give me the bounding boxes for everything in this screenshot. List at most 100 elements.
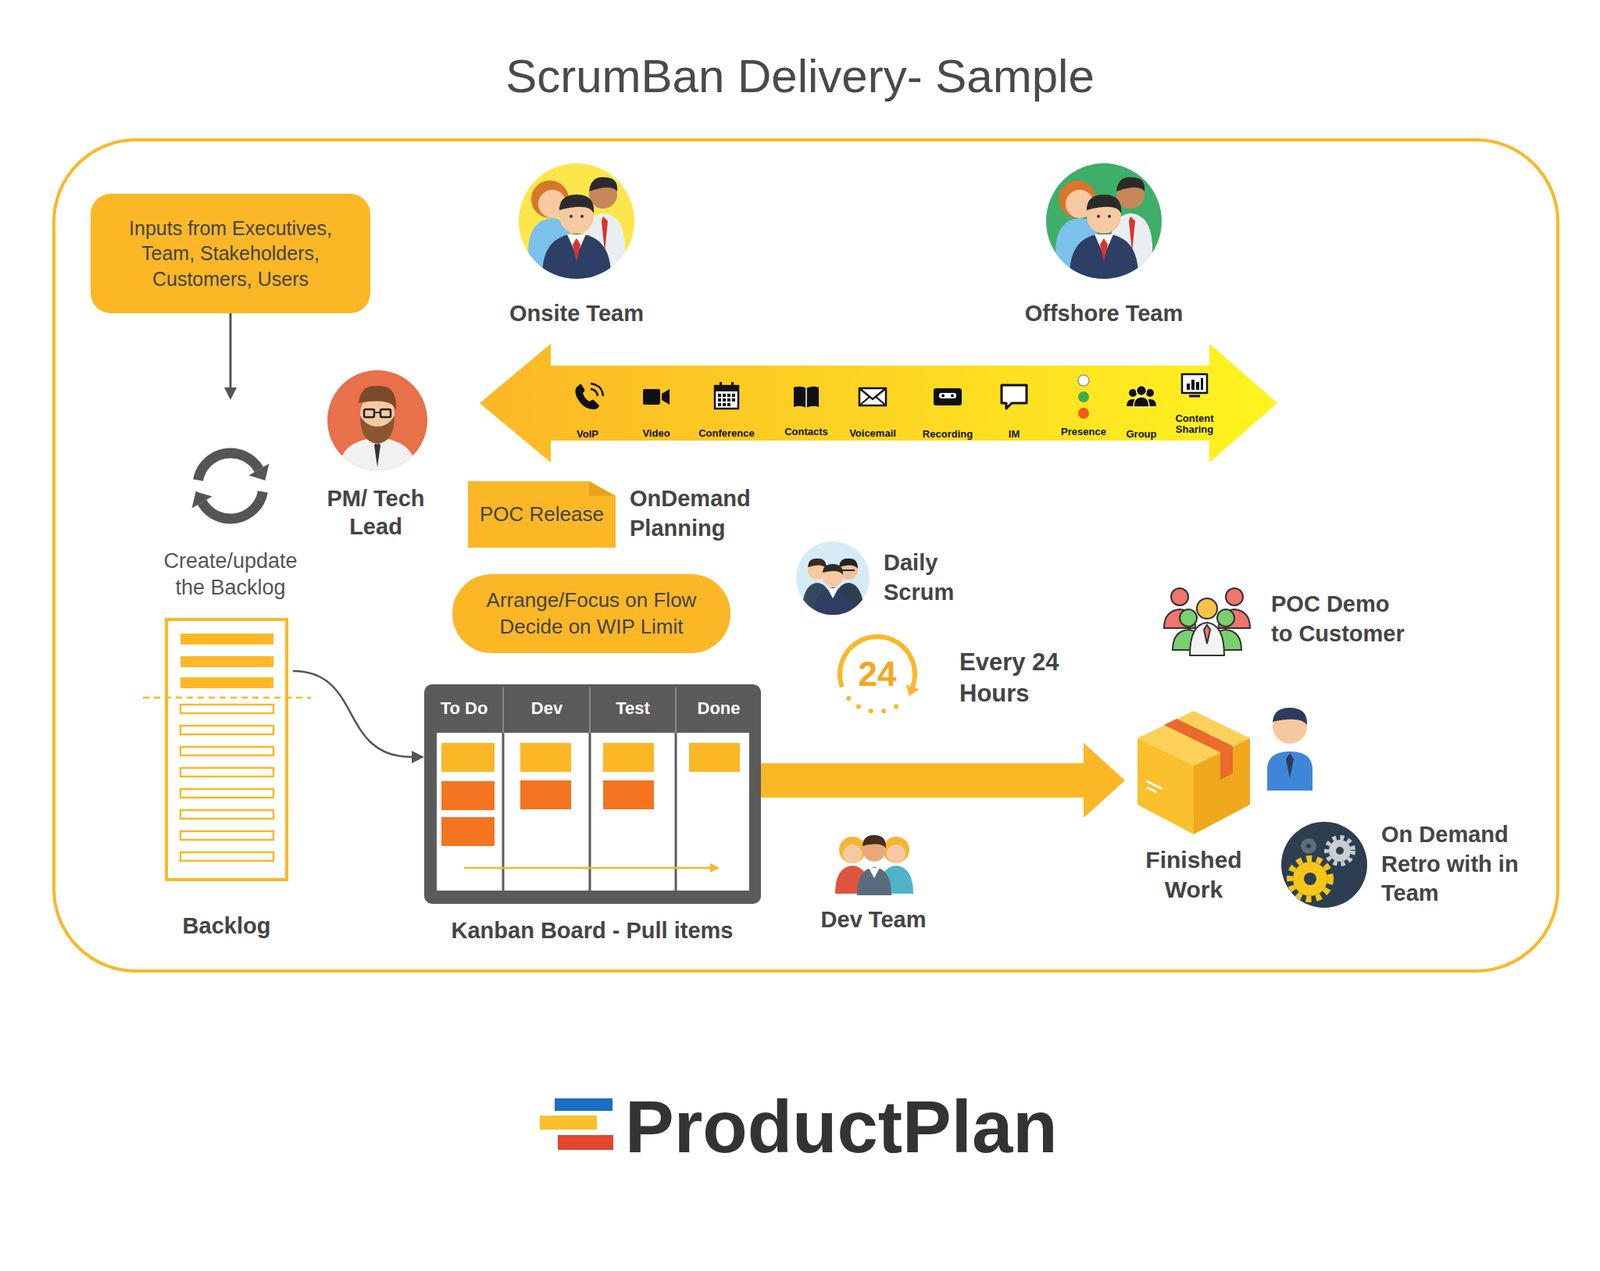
demo-icon <box>1217 609 1235 627</box>
title: ScrumBan Delivery- Sample <box>0 48 1600 105</box>
comm-arrow <box>1182 374 1208 397</box>
cycle-node: Create/update the Backlog <box>140 400 321 610</box>
finished-box <box>1137 710 1250 835</box>
node-text: Create/update the Backlog <box>157 548 305 602</box>
channel-label: Presence <box>1060 425 1107 439</box>
backlog-list <box>142 619 311 880</box>
comm-arrow <box>642 389 661 405</box>
kanban-graphic <box>441 781 495 811</box>
comm-arrow <box>933 388 962 406</box>
node-text: POC Demo to Customer <box>1271 589 1411 649</box>
comm-arrow <box>1136 385 1147 397</box>
backlog-list <box>180 831 274 840</box>
cadence-icon <box>906 684 920 696</box>
finished-box <box>1220 746 1233 780</box>
node-text: Test <box>615 698 650 719</box>
comm-arrow <box>941 394 945 398</box>
cycle-icon <box>192 491 213 508</box>
kanban-graphic <box>503 687 676 733</box>
comm-arrow <box>575 384 600 410</box>
scrum-icon <box>814 587 852 618</box>
backlog-list <box>180 633 274 645</box>
scrum-icon <box>807 558 827 569</box>
kanban-graphic <box>502 687 504 733</box>
channel-label: Contacts <box>784 425 829 439</box>
logo-bars <box>539 1115 597 1130</box>
node-text: Every 24 Hours <box>959 646 1081 711</box>
comm-arrow <box>1128 389 1137 397</box>
tag-shape <box>589 481 616 497</box>
comm-arrow <box>732 398 736 402</box>
comm-arrow <box>731 382 734 389</box>
kanban-graphic <box>503 732 676 891</box>
comm-arrow <box>717 393 736 407</box>
logo-bars <box>557 1135 614 1150</box>
scrum-icon <box>839 558 858 569</box>
retro-icon <box>1300 838 1317 854</box>
comm-arrow <box>859 396 886 406</box>
scrum-icon <box>801 558 865 618</box>
kanban-graphic <box>502 732 505 891</box>
backlog-list <box>166 619 287 880</box>
scrum-icon <box>796 541 870 618</box>
connector <box>292 671 425 764</box>
comm-arrow <box>727 398 731 402</box>
comm-arrow <box>722 393 726 397</box>
scrum-node: Daily Scrum <box>792 539 981 618</box>
comm-arrow <box>1001 385 1027 409</box>
kanban-graphic <box>441 817 495 847</box>
devteam-icon <box>882 836 910 864</box>
logo-text: ProductPlan <box>625 1090 1058 1165</box>
comm-arrow <box>859 388 886 406</box>
retro-node: On Demand Retro with in Team <box>1277 816 1536 922</box>
comm-arrow <box>1078 375 1090 419</box>
finished-box <box>1193 738 1250 835</box>
retro-icon <box>1289 858 1331 900</box>
demo-icon <box>1171 588 1189 606</box>
comm-arrow <box>1078 375 1090 386</box>
comm-arrow <box>722 398 726 402</box>
comm-arrow <box>714 382 739 409</box>
cadence-icon <box>881 708 886 714</box>
node-text: Daily Scrum <box>883 548 975 608</box>
kanban-board: To DoDevTestDoneKanban Board - Pull item… <box>424 684 761 954</box>
demo-icon <box>1179 609 1197 627</box>
comm-arrow <box>793 386 819 408</box>
comm-arrow <box>727 393 731 397</box>
flow-pill: Arrange/Focus on Flow Decide on WIP Limi… <box>452 574 731 654</box>
kanban-graphic <box>675 687 677 733</box>
devteam-icon <box>842 844 862 864</box>
retro-icon <box>1306 843 1311 849</box>
node-text: Finished Work <box>1135 845 1253 904</box>
kanban-graphic <box>424 684 761 904</box>
retro-icon <box>1289 837 1354 900</box>
node-text: Onsite Team <box>509 300 644 328</box>
flow-arrow <box>760 742 1125 818</box>
retro-icon <box>1326 837 1354 865</box>
backlog-list <box>180 656 274 668</box>
comm-arrow <box>805 388 808 408</box>
channel-label: Group <box>1126 428 1158 441</box>
team-icon <box>518 163 1162 284</box>
channel-label: Content Sharing <box>1173 413 1217 436</box>
node-text: Dev Team <box>821 906 927 934</box>
comm-arrow <box>950 394 954 398</box>
channel-label: Voicemail <box>849 427 897 440</box>
comm-arrow <box>1191 379 1195 390</box>
pm-avatar <box>358 385 397 411</box>
cadence-icon <box>846 696 851 701</box>
connector-line <box>229 313 233 388</box>
cycle-icon <box>248 464 269 481</box>
kanban-graphic <box>464 867 713 870</box>
node-text: Arrange/Focus on Flow Decide on WIP Limi… <box>475 587 709 641</box>
arrowhead <box>224 387 237 400</box>
comm-arrow <box>727 403 731 407</box>
backlog-list <box>180 810 274 819</box>
node-text: Backlog <box>182 912 272 940</box>
comm-arrow <box>1186 383 1190 390</box>
kanban-graphic <box>675 732 678 891</box>
node-text: PM/ Tech Lead <box>319 484 433 542</box>
comm-arrow <box>722 403 726 407</box>
demo-icon <box>1203 625 1211 644</box>
finished-box <box>1164 718 1233 753</box>
